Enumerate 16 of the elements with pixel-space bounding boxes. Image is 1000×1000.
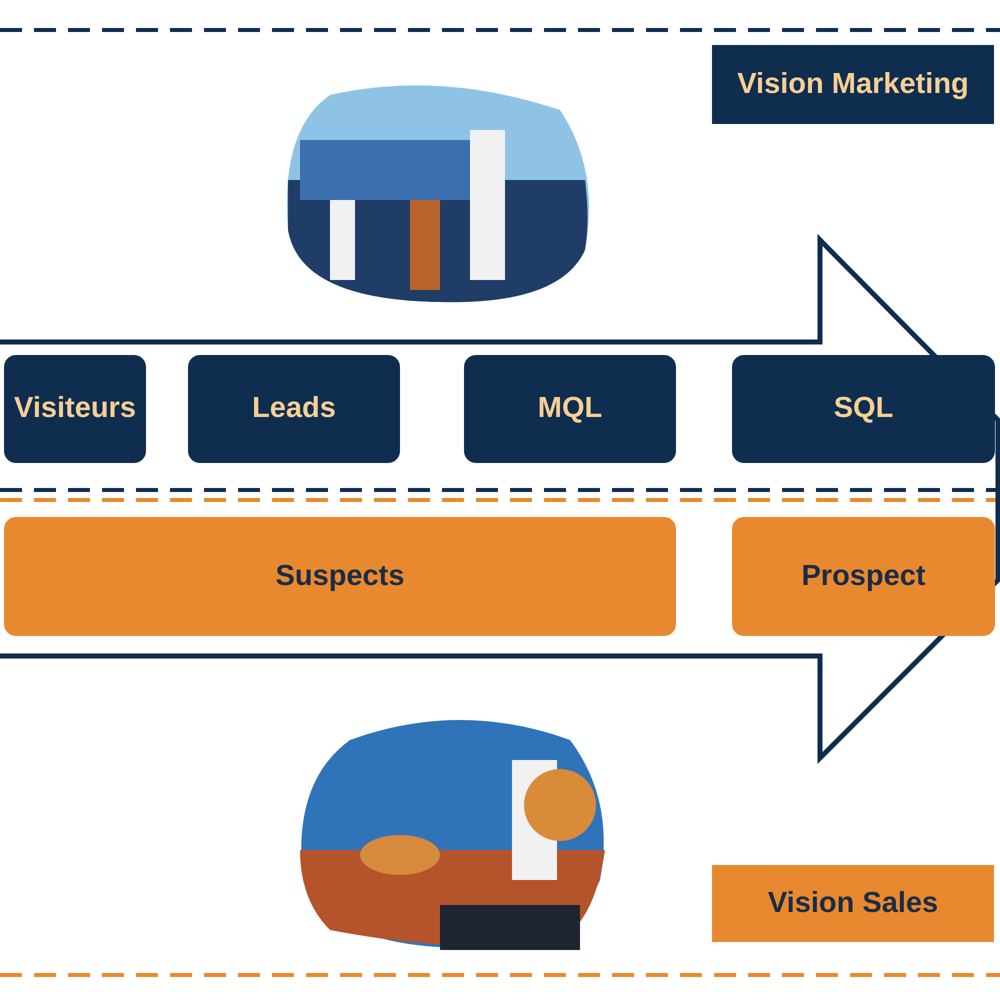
stage-label: Vision Marketing: [737, 66, 969, 102]
stage-label: Vision Sales: [768, 886, 938, 921]
stage-label: Leads: [252, 391, 336, 426]
stage-label: Suspects: [276, 558, 404, 594]
stage-label: SQL: [834, 391, 894, 426]
stage-label: MQL: [538, 391, 602, 426]
stage-box: [712, 45, 994, 124]
stage-box: [4, 355, 146, 463]
stage-box: [188, 355, 400, 463]
stage-label: Prospect: [801, 558, 926, 594]
stage-box: [732, 517, 995, 636]
stage-box: [712, 865, 994, 942]
stage-label: Visiteurs: [14, 391, 136, 426]
stage-box: [4, 517, 676, 636]
stage-box: [464, 355, 676, 463]
stage-box: [732, 355, 995, 463]
